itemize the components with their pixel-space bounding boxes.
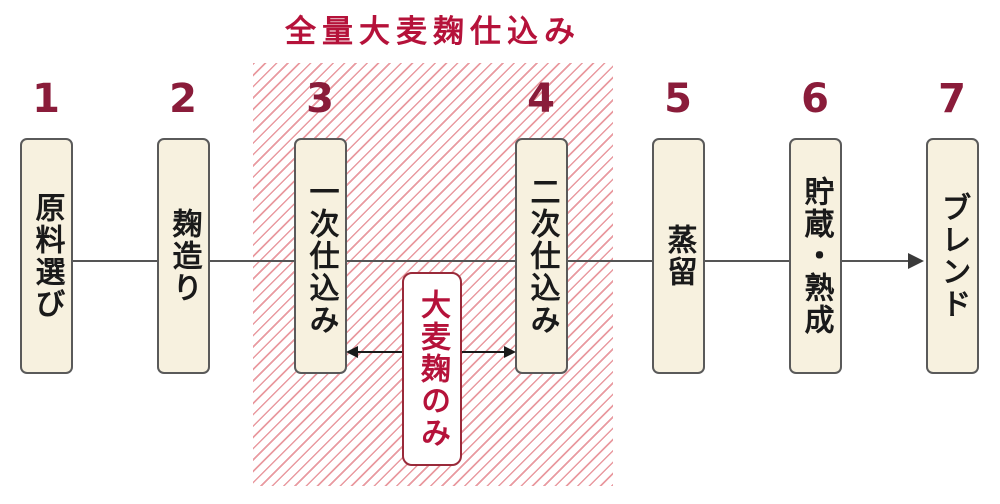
step-box-5: 蒸留 [652,138,705,374]
step-number-3: 3 [306,76,334,122]
flow-line [40,260,910,262]
step-number-2: 2 [169,76,197,122]
region-title: 全量大麦麹仕込み [285,14,581,50]
step-label-4: 二次仕込み [524,176,560,336]
annotation-box: 大麦麹のみ [402,272,462,466]
step-label-1: 原料選び [29,192,65,320]
step-label-6: 貯蔵・熟成 [798,176,834,336]
step-box-7: ブレンド [926,138,979,374]
step-box-3: 一次仕込み [294,138,347,374]
step-number-6: 6 [801,76,829,122]
step-box-1: 原料選び [20,138,73,374]
step-label-5: 蒸留 [661,224,697,288]
flow-arrow-icon [908,253,924,269]
step-label-2: 麹造り [166,208,202,304]
step-number-1: 1 [32,76,60,122]
step-box-6: 貯蔵・熟成 [789,138,842,374]
step-label-3: 一次仕込み [303,176,339,336]
annotation-label: 大麦麹のみ [415,289,450,449]
step-box-2: 麹造り [157,138,210,374]
step-box-4: 二次仕込み [515,138,568,374]
step-number-7: 7 [938,76,966,122]
step-number-4: 4 [527,76,555,122]
step-number-5: 5 [664,76,692,122]
step-label-7: ブレンド [935,192,971,320]
